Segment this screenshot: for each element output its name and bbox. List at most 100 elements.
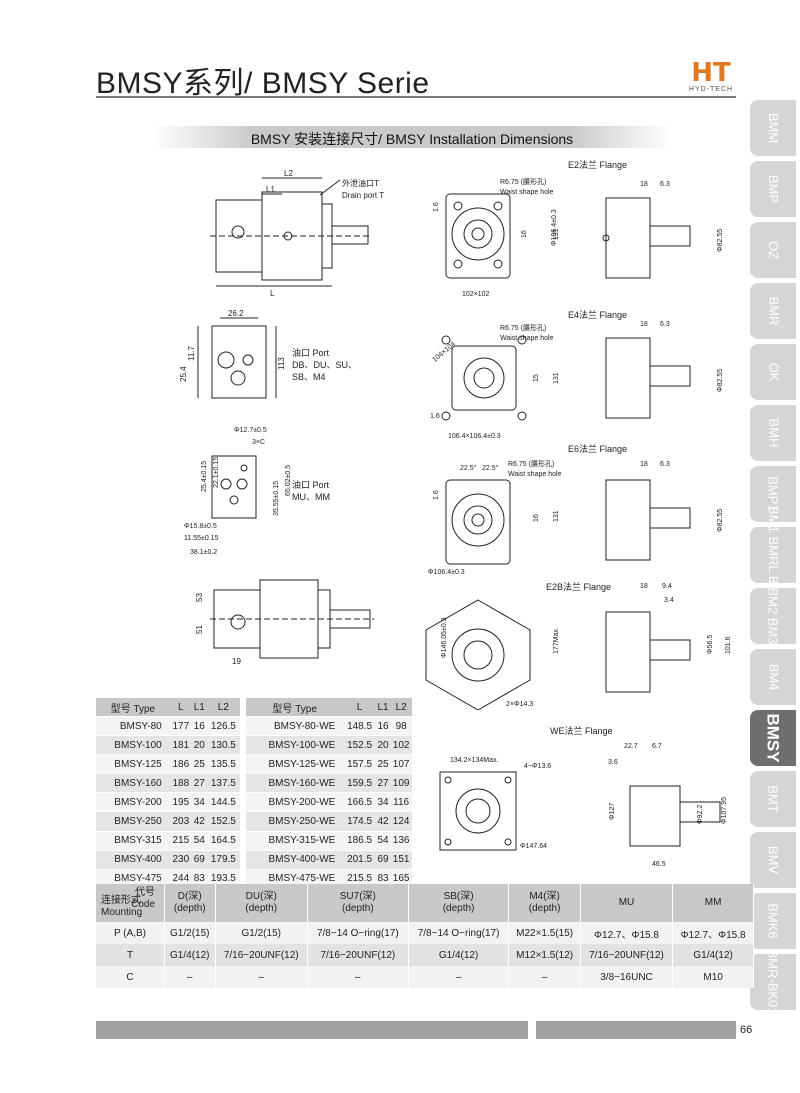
tab-ok[interactable]: OK xyxy=(750,344,796,400)
dimension-cell: 148.5 xyxy=(343,715,376,736)
tab-bmv[interactable]: BMV xyxy=(750,832,796,888)
tab-bm2-bm3[interactable]: BM2 BM3 xyxy=(750,587,796,645)
model-cell: BMSY-125 xyxy=(96,754,170,774)
e6-title: E6法兰 Flange xyxy=(568,443,627,454)
dim-l2: L2 xyxy=(284,169,293,178)
tab-label: OZ xyxy=(766,240,781,260)
column-header: L1 xyxy=(375,698,391,717)
dimension-cell: 16 xyxy=(191,715,207,736)
e2-radius: R6.75 (腰形孔) xyxy=(500,178,546,186)
tab-label: BMSY xyxy=(764,713,783,763)
thread-cell: – xyxy=(307,966,409,988)
e2-d5: 102×102 xyxy=(462,291,490,298)
tab-bmsy[interactable]: BMSY xyxy=(750,710,796,766)
dimension-cell: 203 xyxy=(169,811,192,832)
dimension-cell: 186.5 xyxy=(343,830,376,851)
tab-bmp[interactable]: BMP xyxy=(750,161,796,217)
e6-a2: 22.5° xyxy=(482,464,499,472)
drain-label-en: Drain port T xyxy=(342,191,384,200)
thread-cell: – xyxy=(508,966,581,988)
e6-s1: 18 xyxy=(640,461,648,468)
thread-cell: Φ12.7、Φ15.8 xyxy=(672,922,754,944)
dim-l1: L1 xyxy=(266,185,275,194)
dimension-cell: 137.5 xyxy=(206,773,240,793)
e2-title: E2法兰 Flange xyxy=(568,159,627,170)
we-s1: 22.7 xyxy=(624,743,638,750)
dimension-cell: 215 xyxy=(169,830,192,851)
tab-bm1-bmrl-bym[interactable]: BM1 BMRL BYM xyxy=(750,506,796,604)
header-line-1: MU xyxy=(618,897,635,908)
thread-cell: 7/16−20UNF(12) xyxy=(307,944,409,966)
port-view-db: 26.2 11.7 25.4 113 油口 Port DB、DU、SU、 SB、… xyxy=(179,309,357,399)
flange-we-drawing: WE法兰 Flange 134.2×134Max. 4−Φ13.6 Φ147.6… xyxy=(439,725,728,868)
e4-title: E4法兰 Flange xyxy=(568,309,627,320)
tab-bmr[interactable]: BMR xyxy=(750,283,796,339)
column-header: L xyxy=(169,698,192,717)
corner-mount-cn: 连接形式 xyxy=(101,895,141,906)
port-column-header: M4(深)(depth) xyxy=(508,884,581,922)
dimension-cell: 20 xyxy=(191,735,207,755)
port-label-2: 油口 Port xyxy=(292,479,330,490)
tab-bmm[interactable]: BMM xyxy=(750,100,796,156)
model-cell: BMSY-100-WE xyxy=(246,735,344,755)
thread-cell: Φ12.7、Φ15.8 xyxy=(580,922,674,944)
tab-label: BMK6 xyxy=(766,903,781,939)
tab-bmr-bk01[interactable]: BMR-BK01 xyxy=(750,949,796,1015)
e2b-d1: Φ146.05±0.3 xyxy=(441,617,448,658)
mounting-cell: P (A,B) xyxy=(96,922,165,944)
e4-radius: R6.75 (腰形孔) xyxy=(500,324,546,332)
thread-cell: 3/8−16UNC xyxy=(580,966,674,988)
flange-e2: E2法兰 Flange R6.75 (腰形孔) Waist shape hole… xyxy=(433,159,724,298)
flange-e2b: E2B法兰 Flange Φ146.05±0.3 177Max. 2×Φ14.3… xyxy=(425,581,732,710)
dimension-cell: 42 xyxy=(191,811,207,832)
dimension-cell: 151 xyxy=(390,849,412,870)
dimension-cell: 42 xyxy=(375,811,391,832)
e6-s2: 6.3 xyxy=(660,461,670,468)
dimension-cell: 126.5 xyxy=(206,715,240,736)
e4-d4: 1.6 xyxy=(430,413,440,420)
dim-11-7: 11.7 xyxy=(187,345,196,361)
e4-s1: 18 xyxy=(640,321,648,328)
dimension-cell: 34 xyxy=(191,792,207,812)
corner-code-cn: 代号 xyxy=(135,887,155,898)
dim-22-1: 22.1±0.15 xyxy=(213,457,220,488)
dim-l: L xyxy=(270,289,275,298)
mounting-cell: T xyxy=(96,944,165,966)
tab-bmh[interactable]: BMH xyxy=(750,405,796,461)
thread-cell: 7/16−20UNF(12) xyxy=(580,944,674,966)
section-bar xyxy=(152,126,672,148)
port-types-2: MU、MM xyxy=(292,492,330,502)
header-line-1: MM xyxy=(704,897,722,908)
e4-d2: 15 xyxy=(533,374,540,382)
column-header: L1 xyxy=(191,698,207,717)
corner-code-en: Code xyxy=(131,899,155,910)
e4-waist: Waist shape hole xyxy=(500,335,554,342)
we-s6: Φ107.95 xyxy=(721,797,728,824)
tab-oz[interactable]: OZ xyxy=(750,222,796,278)
tab-label: BM4 xyxy=(765,663,781,691)
installation-drawings: L2 L1 L 外泄油口T Drain port T 26.2 11.7 25.… xyxy=(179,159,732,710)
tab-bm4[interactable]: BM4 xyxy=(750,649,796,705)
tab-bmk6[interactable]: BMK6 xyxy=(750,893,796,949)
we-d3: Φ147.64 xyxy=(520,843,547,850)
tab-bmp1[interactable]: BMP1 xyxy=(750,466,796,522)
header-line-1: SU7(深) xyxy=(339,891,376,902)
dimension-cell: 152.5 xyxy=(206,811,240,832)
dimension-cell: 109 xyxy=(390,773,412,793)
e6-d3: 131 xyxy=(553,510,560,522)
tab-bmt[interactable]: BMT xyxy=(750,771,796,827)
dimension-cell: 69 xyxy=(191,849,207,870)
dim-113: 113 xyxy=(277,357,286,370)
dimension-cell: 136 xyxy=(390,830,412,851)
header-line-1: M4(深) xyxy=(529,891,560,902)
header-line-1: SB(深) xyxy=(443,891,474,902)
